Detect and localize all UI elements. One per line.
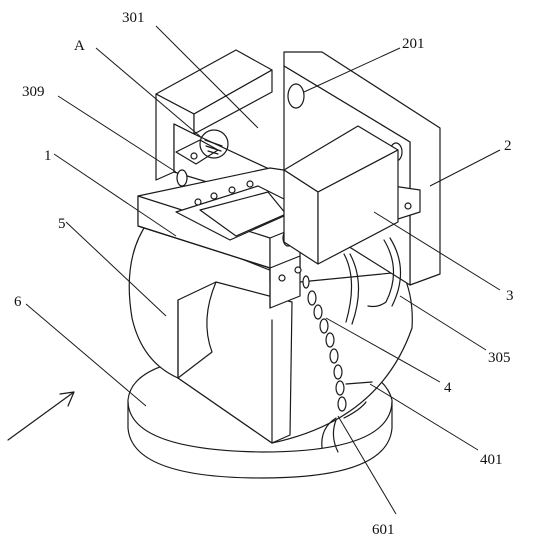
label-2: 2 xyxy=(504,138,512,154)
leader-lines xyxy=(25,25,501,515)
detail-a-circle xyxy=(199,129,229,159)
label-301: 301 xyxy=(122,10,145,26)
label-305: 305 xyxy=(488,350,511,366)
label-3: 3 xyxy=(506,288,514,304)
label-201: 201 xyxy=(402,36,425,52)
label-401: 401 xyxy=(480,452,503,468)
hooks-305 xyxy=(343,237,402,325)
label-4: 4 xyxy=(444,380,452,396)
label-1: 1 xyxy=(44,148,52,164)
label-6: 6 xyxy=(14,294,22,310)
bolt-309-icon xyxy=(176,169,188,187)
label-A: A xyxy=(74,38,85,54)
pin-401 xyxy=(345,381,373,385)
label-601: 601 xyxy=(372,522,395,538)
hole-201-icon xyxy=(287,83,305,109)
label-5: 5 xyxy=(58,216,66,232)
label-309: 309 xyxy=(22,84,45,100)
sliding-block xyxy=(283,125,399,265)
direction-arrow-icon xyxy=(7,391,75,441)
chain-4 xyxy=(302,275,373,453)
